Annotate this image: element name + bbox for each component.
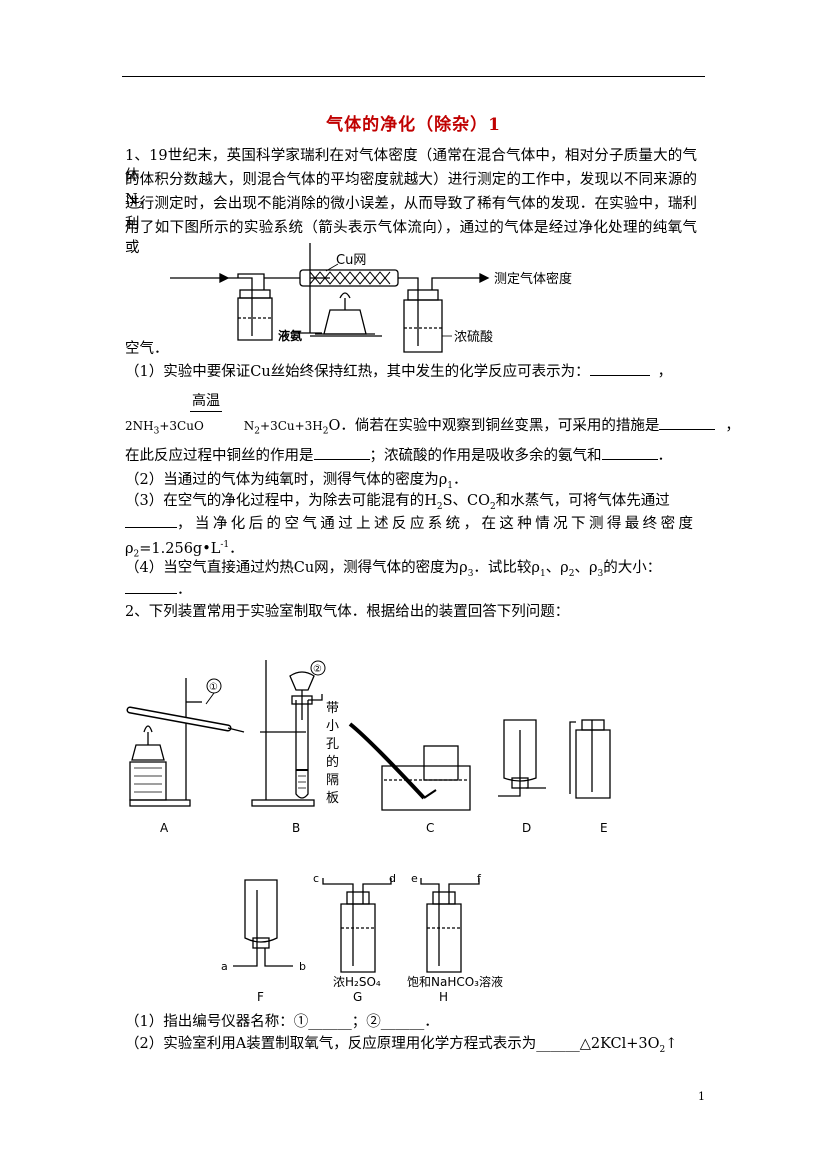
svg-text:带: 带 <box>326 701 339 716</box>
q2-part-2: （2）实验室利用A装置制取氧气，反应原理用化学方程式表示为______△2KCl… <box>125 1036 678 1055</box>
port-d: d <box>389 872 396 885</box>
h-liquid-label: 饱和NaHCO₃溶液 <box>407 974 503 989</box>
plate-label: 带 小 孔 的 隔 板 <box>326 701 339 806</box>
page-number: 1 <box>698 1090 705 1103</box>
label-b: B <box>292 821 300 835</box>
q1-line-2: 的体积分数越大，则混合气体的平均密度就越大）进行测定的工作中，发现以不同来源的N… <box>125 172 697 211</box>
conc-sulfuric-acid-label: 浓硫酸 <box>454 330 493 345</box>
port-e: e <box>411 872 418 885</box>
q1-part-3: （3）在空气的净化过程中，为除去可能混有的H2S、CO2和水蒸气，可将气体先通过 <box>125 493 670 512</box>
svg-text:板: 板 <box>326 791 339 806</box>
header-rule <box>122 76 705 77</box>
svg-text:的: 的 <box>326 754 339 770</box>
cu-net-label: Cu网 <box>336 253 366 268</box>
q1-line-3: 进行测定时，会出现不能消除的微小误差，从而导致了稀有气体的发现．在实验中，瑞利利 <box>125 196 697 232</box>
q2-part-1: （1）指出编号仪器名称：①______；②______． <box>125 1014 439 1030</box>
page-title: 气体的净化（除杂）1 <box>326 115 501 135</box>
figure-apparatus-a-to-e: ① ② 带 小 孔 的 隔 板 A B C D E <box>126 660 611 835</box>
label-h: H <box>439 990 448 1004</box>
marker-1: ① <box>209 682 218 693</box>
q1-part-3b: ，当净化后的空气通过上述反应系统，在这种情况下测得最终密度 <box>125 514 693 534</box>
port-a: a <box>221 960 228 973</box>
q1-line-5: 空气． <box>125 341 169 357</box>
label-d: D <box>522 821 531 835</box>
port-f: f <box>477 872 482 885</box>
measure-density-label: 测定气体密度 <box>494 271 572 287</box>
port-c: c <box>313 872 319 885</box>
q1-part-1: （1）实验中要保证Cu丝始终保持红热，其中发生的化学反应可表示为：， <box>125 364 673 380</box>
q1-part-4b: ． <box>125 580 192 600</box>
q2-intro: 2、下列装置常用于实验室制取气体．根据给出的装置回答下列问题： <box>125 604 570 620</box>
high-temp-condition: 高温 <box>190 391 222 412</box>
svg-text:小: 小 <box>326 719 339 734</box>
port-b: b <box>299 960 306 973</box>
q1-part-1b: 在此反应过程中铜丝的作用是；浓硫酸的作用是吸收多余的氨气和． <box>125 448 672 464</box>
label-c: C <box>426 821 434 835</box>
q1-part-2: （2）当通过的气体为纯氧时，测得气体的密度为ρ1． <box>125 472 468 491</box>
liquid-ammonia-label: 液氨 <box>278 328 302 343</box>
q1-part-3c: ρ2=1.256g•L-1． <box>125 540 244 560</box>
q1-line-1: 1、19世纪末，英国科学家瑞利在对气体密度（通常在混合气体中，相对分子质量大的气… <box>125 148 697 184</box>
figure-apparatus-f-g-h: a b c d e f 浓H₂SO₄ 饱和NaHCO₃溶液 F G H <box>221 872 503 1004</box>
label-f: F <box>257 990 264 1004</box>
marker-2: ② <box>313 664 322 675</box>
g-liquid-label: 浓H₂SO₄ <box>333 975 381 989</box>
figure-rayleigh-apparatus: Cu网 液氨 浓硫酸 测定气体密度 <box>170 243 572 353</box>
q1-line-4: 用了如下图所示的实验系统（箭头表示气体流向），通过的气体是经过净化处理的纯氧气或 <box>125 220 697 256</box>
svg-text:孔: 孔 <box>326 737 339 752</box>
label-g: G <box>353 990 362 1004</box>
label-a: A <box>160 821 169 835</box>
label-e: E <box>600 821 608 835</box>
q1-part-4: （4）当空气直接通过灼热Cu网，测得气体的密度为ρ3．试比较ρ1、ρ2、ρ3的大… <box>125 560 662 579</box>
svg-text:隔: 隔 <box>326 773 339 788</box>
